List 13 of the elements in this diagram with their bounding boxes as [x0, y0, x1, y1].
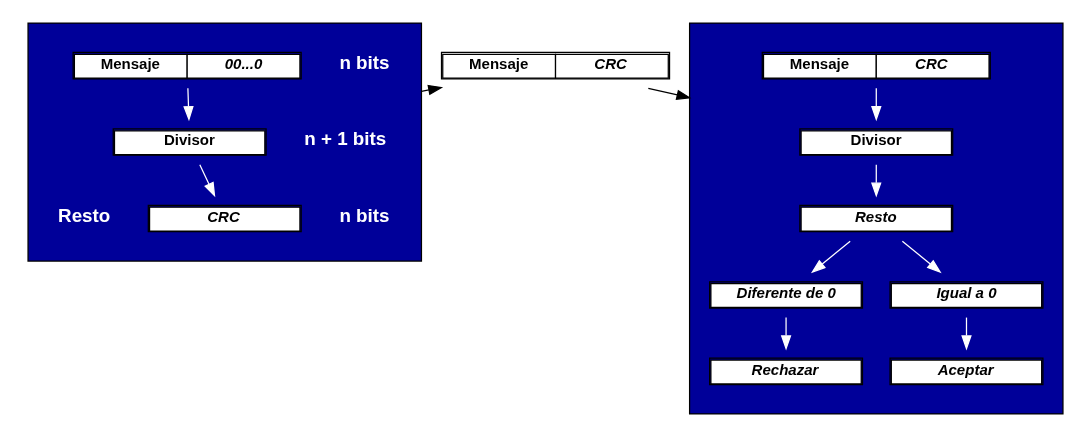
arrow	[182, 87, 194, 122]
node-label: n + 1 bits	[303, 128, 386, 150]
node-label: n bits	[338, 51, 389, 73]
node-label: n bits	[338, 204, 389, 226]
arrow	[647, 87, 691, 100]
arrow	[780, 316, 791, 351]
cluster	[688, 22, 1064, 415]
arrow	[198, 164, 215, 198]
cluster	[26, 22, 422, 262]
node-label: Resto	[57, 204, 110, 226]
arrow	[420, 84, 443, 96]
arrow	[901, 240, 942, 274]
arrow	[810, 240, 851, 274]
